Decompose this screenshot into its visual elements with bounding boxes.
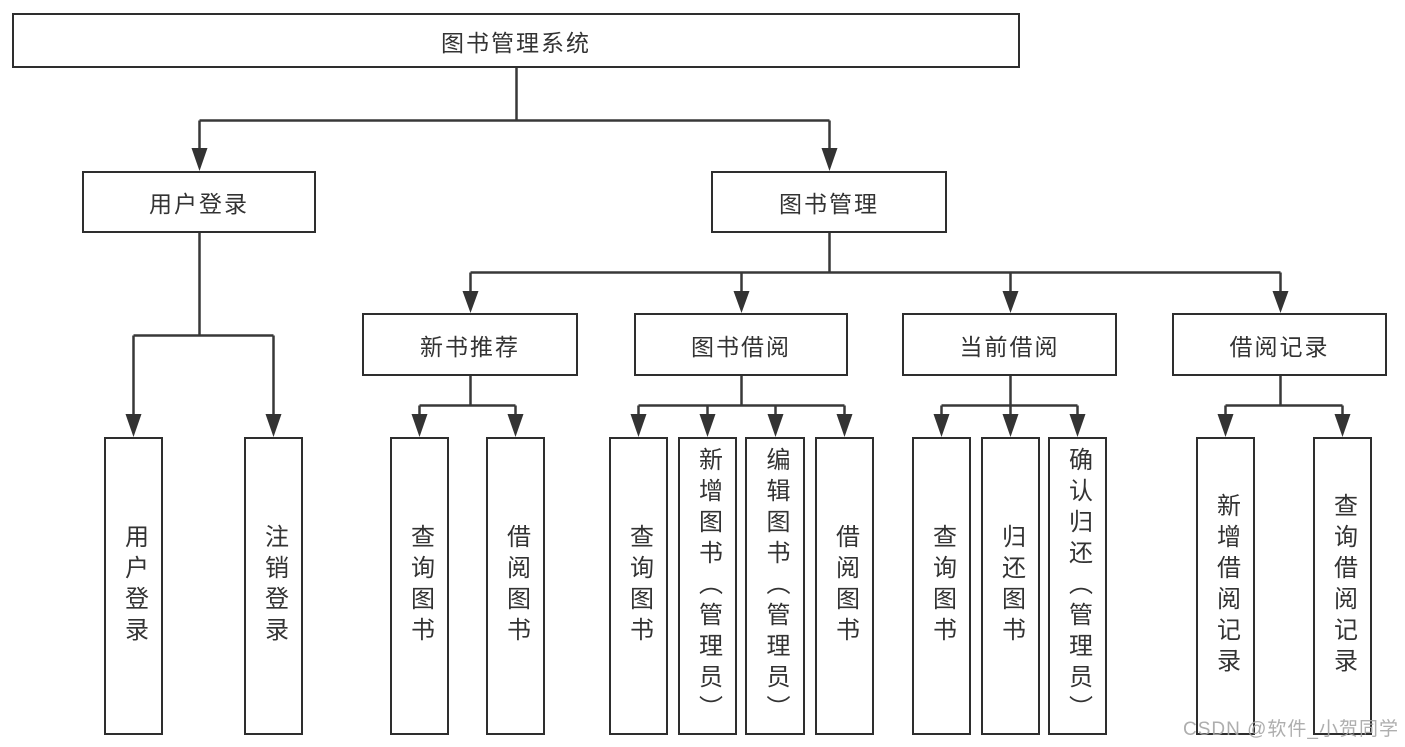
arrow-icon [1272, 291, 1289, 313]
node-book-management-label: 图书管理 [779, 191, 879, 217]
connector-new-book-to-leaves [418, 376, 517, 417]
arrow-icon [1334, 414, 1351, 437]
connector-book-mgmt-to-level3 [469, 233, 1282, 293]
node-current-borrow-label: 当前借阅 [959, 333, 1060, 360]
connector-root-to-level2 [198, 68, 831, 151]
arrow-icon [767, 414, 784, 437]
arrow-icon [630, 414, 647, 437]
leaf-query-borrow-record: 查询借阅记录 [1313, 437, 1372, 735]
leaf-edit-book-admin-label: 编辑图书（管理员） [762, 446, 789, 726]
node-book-management: 图书管理 [711, 171, 947, 233]
leaf-add-borrow-record-label: 新增借阅记录 [1212, 493, 1240, 679]
arrow-icon [821, 148, 838, 171]
arrow-icon [1002, 291, 1019, 313]
arrow-icon [411, 414, 428, 437]
arrow-icon [507, 414, 524, 437]
arrow-icon [699, 414, 716, 437]
leaf-return-book-label: 归还图书 [997, 524, 1025, 648]
leaf-query-books-2: 查询图书 [609, 437, 668, 735]
leaf-confirm-return-admin: 确认归还（管理员） [1048, 437, 1107, 735]
leaf-add-book-admin: 新增图书（管理员） [678, 437, 737, 735]
leaf-borrow-books-2: 借阅图书 [815, 437, 874, 735]
node-borrow-records-label: 借阅记录 [1229, 333, 1330, 360]
arrow-icon [265, 414, 282, 437]
leaf-return-book: 归还图书 [981, 437, 1040, 735]
connector-borrow-records-to-leaves [1224, 376, 1344, 417]
node-current-borrow: 当前借阅 [902, 313, 1117, 376]
connector-current-borrow-to-leaves [940, 376, 1079, 417]
leaf-borrow-books-2-label: 借阅图书 [831, 524, 859, 648]
leaf-query-books-2-label: 查询图书 [625, 524, 653, 648]
leaf-query-books-3-label: 查询图书 [928, 524, 956, 648]
leaf-query-books-3: 查询图书 [912, 437, 971, 735]
arrow-icon [462, 291, 479, 313]
leaf-borrow-books-1-label: 借阅图书 [502, 524, 530, 648]
node-user-login: 用户登录 [82, 171, 316, 233]
leaf-query-books-1: 查询图书 [390, 437, 449, 735]
node-borrow-records: 借阅记录 [1172, 313, 1387, 376]
node-root: 图书管理系统 [12, 13, 1020, 68]
leaf-query-books-1-label: 查询图书 [406, 524, 434, 648]
leaf-user-login-label: 用户登录 [120, 524, 148, 648]
node-new-book-recommend: 新书推荐 [362, 313, 578, 376]
node-book-borrow-label: 图书借阅 [691, 333, 791, 360]
arrow-icon [836, 414, 853, 437]
csdn-watermark: CSDN @软件_小贺同学 [1183, 719, 1399, 740]
leaf-add-borrow-record: 新增借阅记录 [1196, 437, 1255, 735]
leaf-edit-book-admin: 编辑图书（管理员） [745, 437, 805, 735]
arrow-icon [933, 414, 950, 437]
leaf-logout-label: 注销登录 [260, 524, 288, 648]
leaf-add-book-admin-label: 新增图书（管理员） [694, 446, 722, 726]
arrow-icon [1217, 414, 1234, 437]
node-book-borrow: 图书借阅 [634, 313, 848, 376]
arrow-icon [125, 414, 142, 437]
arrow-icon [1002, 414, 1019, 437]
node-new-book-recommend-label: 新书推荐 [420, 333, 520, 360]
arrow-icon [733, 291, 750, 313]
leaf-borrow-books-1: 借阅图书 [486, 437, 545, 735]
connector-user-login-to-leaves [132, 233, 275, 417]
leaf-confirm-return-admin-label: 确认归还（管理员） [1064, 446, 1092, 726]
node-root-label: 图书管理系统 [441, 29, 591, 56]
leaf-query-borrow-record-label: 查询借阅记录 [1329, 493, 1357, 679]
leaf-user-login: 用户登录 [104, 437, 163, 735]
leaf-logout: 注销登录 [244, 437, 303, 735]
node-user-login-label: 用户登录 [149, 191, 249, 217]
connector-book-borrow-to-leaves [637, 376, 846, 417]
arrow-icon [1069, 414, 1086, 437]
arrow-icon [191, 148, 208, 171]
